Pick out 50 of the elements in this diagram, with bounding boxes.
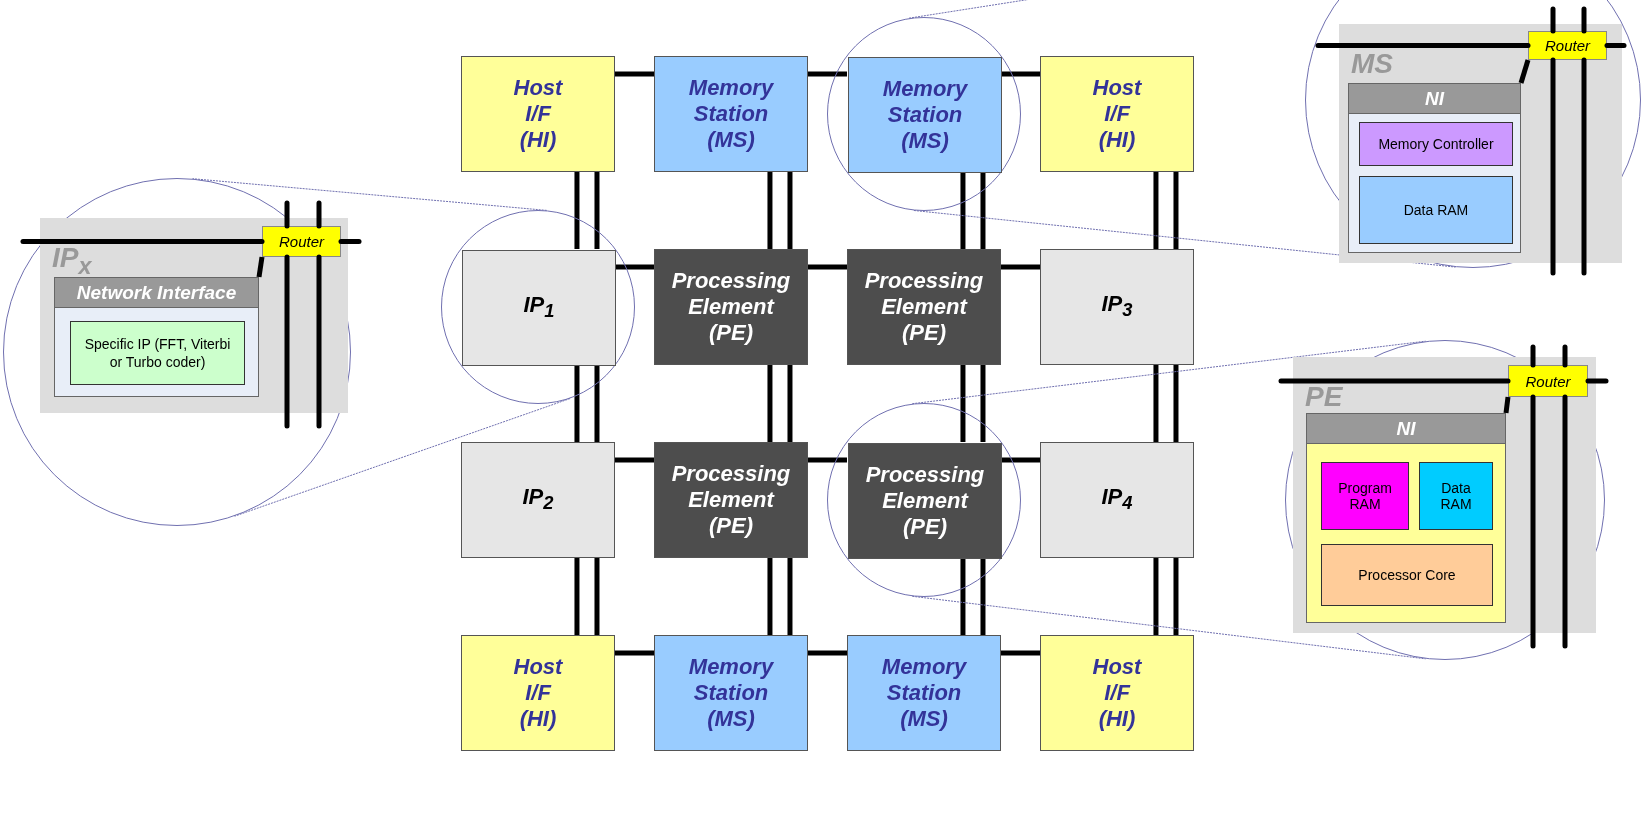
host-interface-block: Host I/F (HI) bbox=[461, 56, 615, 172]
memory-controller-block: Memory Controller bbox=[1359, 122, 1513, 166]
link-line bbox=[615, 457, 654, 463]
zoom-guide-line bbox=[234, 398, 571, 517]
processor-core-block: Processor Core bbox=[1321, 544, 1493, 606]
memory-station-block: Memory Station (MS) bbox=[654, 635, 808, 751]
host-interface-block: Host I/F (HI) bbox=[1040, 635, 1194, 751]
ni-header: NI bbox=[1307, 414, 1505, 444]
processing-element-block: Processing Element (PE) bbox=[654, 442, 808, 558]
ip-core-block: Specific IP (FFT, Viterbi or Turbo coder) bbox=[70, 321, 245, 385]
host-interface-block: Host I/F (HI) bbox=[1040, 56, 1194, 172]
link-line bbox=[1001, 650, 1040, 656]
link-line bbox=[808, 264, 847, 270]
link-line bbox=[1001, 264, 1040, 270]
ip-block: IP$_{1}$ bbox=[462, 250, 616, 366]
link-line bbox=[1503, 396, 1511, 414]
ip-block: IP$_{3}$ bbox=[1040, 249, 1194, 365]
link-line bbox=[1518, 59, 1531, 84]
link-line bbox=[615, 264, 654, 270]
processing-element-block: Processing Element (PE) bbox=[847, 249, 1001, 365]
link-line bbox=[808, 457, 847, 463]
data-ram-block: Data RAM bbox=[1419, 462, 1493, 530]
link-line bbox=[1001, 457, 1040, 463]
router-block: Router bbox=[262, 226, 341, 257]
ip-block: IP$_{4}$ bbox=[1040, 442, 1194, 558]
link-line bbox=[808, 650, 847, 656]
router-block: Router bbox=[1508, 365, 1588, 397]
network-interface-block bbox=[54, 277, 259, 397]
block-title: MS bbox=[1351, 49, 1393, 79]
memory-station-block: Memory Station (MS) bbox=[847, 635, 1001, 751]
program-ram-block: Program RAM bbox=[1321, 462, 1409, 530]
router-block: Router bbox=[1528, 31, 1607, 60]
link-line bbox=[256, 256, 265, 278]
ip-block: IP$_{2}$ bbox=[461, 442, 615, 558]
memory-station-block: Memory Station (MS) bbox=[848, 57, 1002, 173]
processing-element-block: Processing Element (PE) bbox=[848, 443, 1002, 559]
ni-header: NI bbox=[1349, 84, 1520, 114]
network-interface-block bbox=[1348, 83, 1521, 253]
memory-station-block: Memory Station (MS) bbox=[654, 56, 808, 172]
link-line bbox=[1001, 71, 1040, 77]
link-line bbox=[808, 71, 847, 77]
ni-header: Network Interface bbox=[55, 278, 258, 308]
data-ram-block: Data RAM bbox=[1359, 176, 1513, 244]
block-title: IP$_{x}$ bbox=[52, 243, 92, 281]
link-line bbox=[615, 71, 654, 77]
block-title: PE bbox=[1305, 382, 1343, 412]
host-interface-block: Host I/F (HI) bbox=[461, 635, 615, 751]
link-line bbox=[615, 650, 654, 656]
processing-element-block: Processing Element (PE) bbox=[654, 249, 808, 365]
network-interface-block bbox=[1306, 413, 1506, 623]
